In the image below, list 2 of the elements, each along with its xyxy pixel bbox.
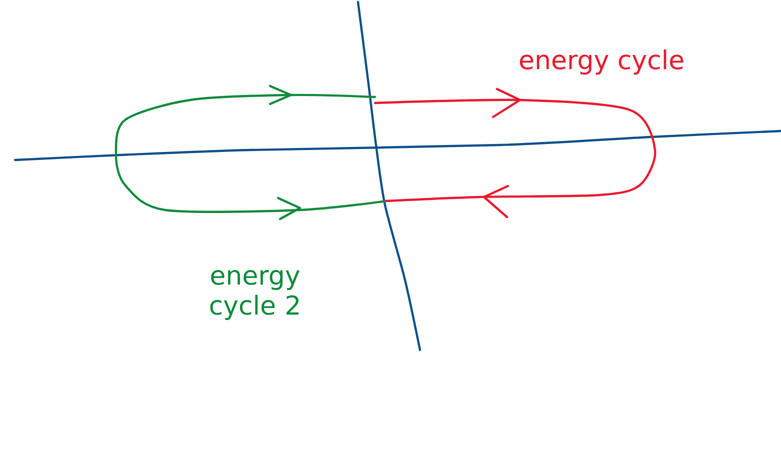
cycle-label: energy cycle 2: [210, 270, 300, 320]
cycle-label: energy cycle: [520, 49, 684, 75]
